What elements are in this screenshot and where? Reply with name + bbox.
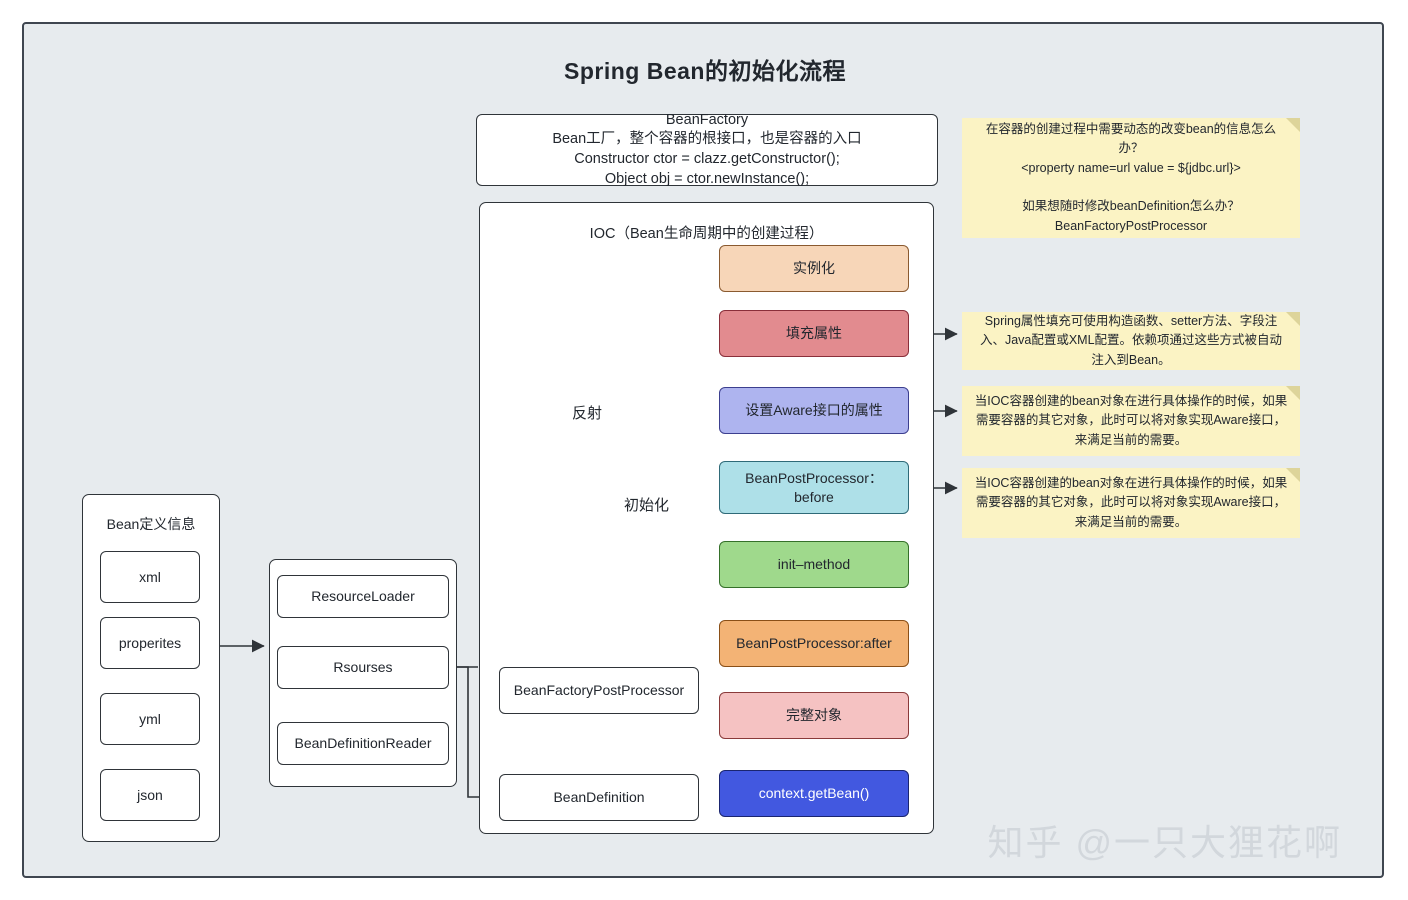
annotation-init: 初始化 [624, 497, 670, 514]
resource-item-bean-definition-reader[interactable]: BeanDefinitionReader [277, 722, 449, 765]
note-fold-icon [1286, 386, 1300, 400]
annotation-reflect: 反射 [572, 405, 603, 422]
ioc-container-panel [479, 202, 934, 834]
note-fold-icon [1286, 468, 1300, 482]
definition-item-json[interactable]: json [100, 769, 200, 821]
flow-node-bpp-before[interactable]: BeanPostProcessor： before [719, 461, 909, 514]
note-aware-interface: 当IOC容器创建的bean对象在进行具体操作的时候，如果需要容器的其它对象，此时… [962, 386, 1300, 456]
resource-item-rsourses[interactable]: Rsourses [277, 646, 449, 689]
bean-definition-info-title: Bean定义信息 [106, 516, 196, 532]
note-text: 当IOC容器创建的bean对象在进行具体操作的时候，如果需要容器的其它对象，此时… [974, 475, 1288, 529]
definition-item-properites[interactable]: properites [100, 617, 200, 669]
note-bean-factory-post-processor: 在容器的创建过程中需要动态的改变bean的信息怎么办？ <property na… [962, 118, 1300, 238]
note-text: 当IOC容器创建的bean对象在进行具体操作的时候，如果需要容器的其它对象，此时… [974, 393, 1288, 447]
page-title: Spring Bean的初始化流程 [564, 58, 846, 84]
flow-node-get-bean[interactable]: context.getBean() [719, 770, 909, 817]
bean-definition-box[interactable]: BeanDefinition [499, 774, 699, 821]
note-fold-icon [1286, 118, 1300, 132]
definition-item-yml[interactable]: yml [100, 693, 200, 745]
flow-node-bpp-after[interactable]: BeanPostProcessor:after [719, 620, 909, 667]
flow-node-populate[interactable]: 填充属性 [719, 310, 909, 357]
resource-item-resource-loader[interactable]: ResourceLoader [277, 575, 449, 618]
note-text: Spring属性填充可使用构造函数、setter方法、字段注入、Java配置或X… [979, 313, 1283, 367]
definition-item-xml[interactable]: xml [100, 551, 200, 603]
flow-node-aware[interactable]: 设置Aware接口的属性 [719, 387, 909, 434]
flow-node-instantiate[interactable]: 实例化 [719, 245, 909, 292]
note-populate-properties: Spring属性填充可使用构造函数、setter方法、字段注入、Java配置或X… [962, 312, 1300, 370]
watermark: 知乎 @一只大狸花啊 [987, 822, 1342, 863]
note-bpp-before: 当IOC容器创建的bean对象在进行具体操作的时候，如果需要容器的其它对象，此时… [962, 468, 1300, 538]
flow-node-init-method[interactable]: init–method [719, 541, 909, 588]
bean-factory-post-processor-box[interactable]: BeanFactoryPostProcessor [499, 667, 699, 714]
diagram-canvas: Spring Bean的初始化流程 [22, 22, 1384, 878]
note-text: 在容器的创建过程中需要动态的改变bean的信息怎么办？ <property na… [985, 121, 1277, 233]
ioc-container-label: IOC（Bean生命周期中的创建过程） [589, 226, 824, 242]
note-fold-icon [1286, 312, 1300, 326]
flow-node-complete[interactable]: 完整对象 [719, 692, 909, 739]
bean-factory-box: BeanFactory Bean工厂，整个容器的根接口，也是容器的入口 Cons… [476, 112, 938, 187]
